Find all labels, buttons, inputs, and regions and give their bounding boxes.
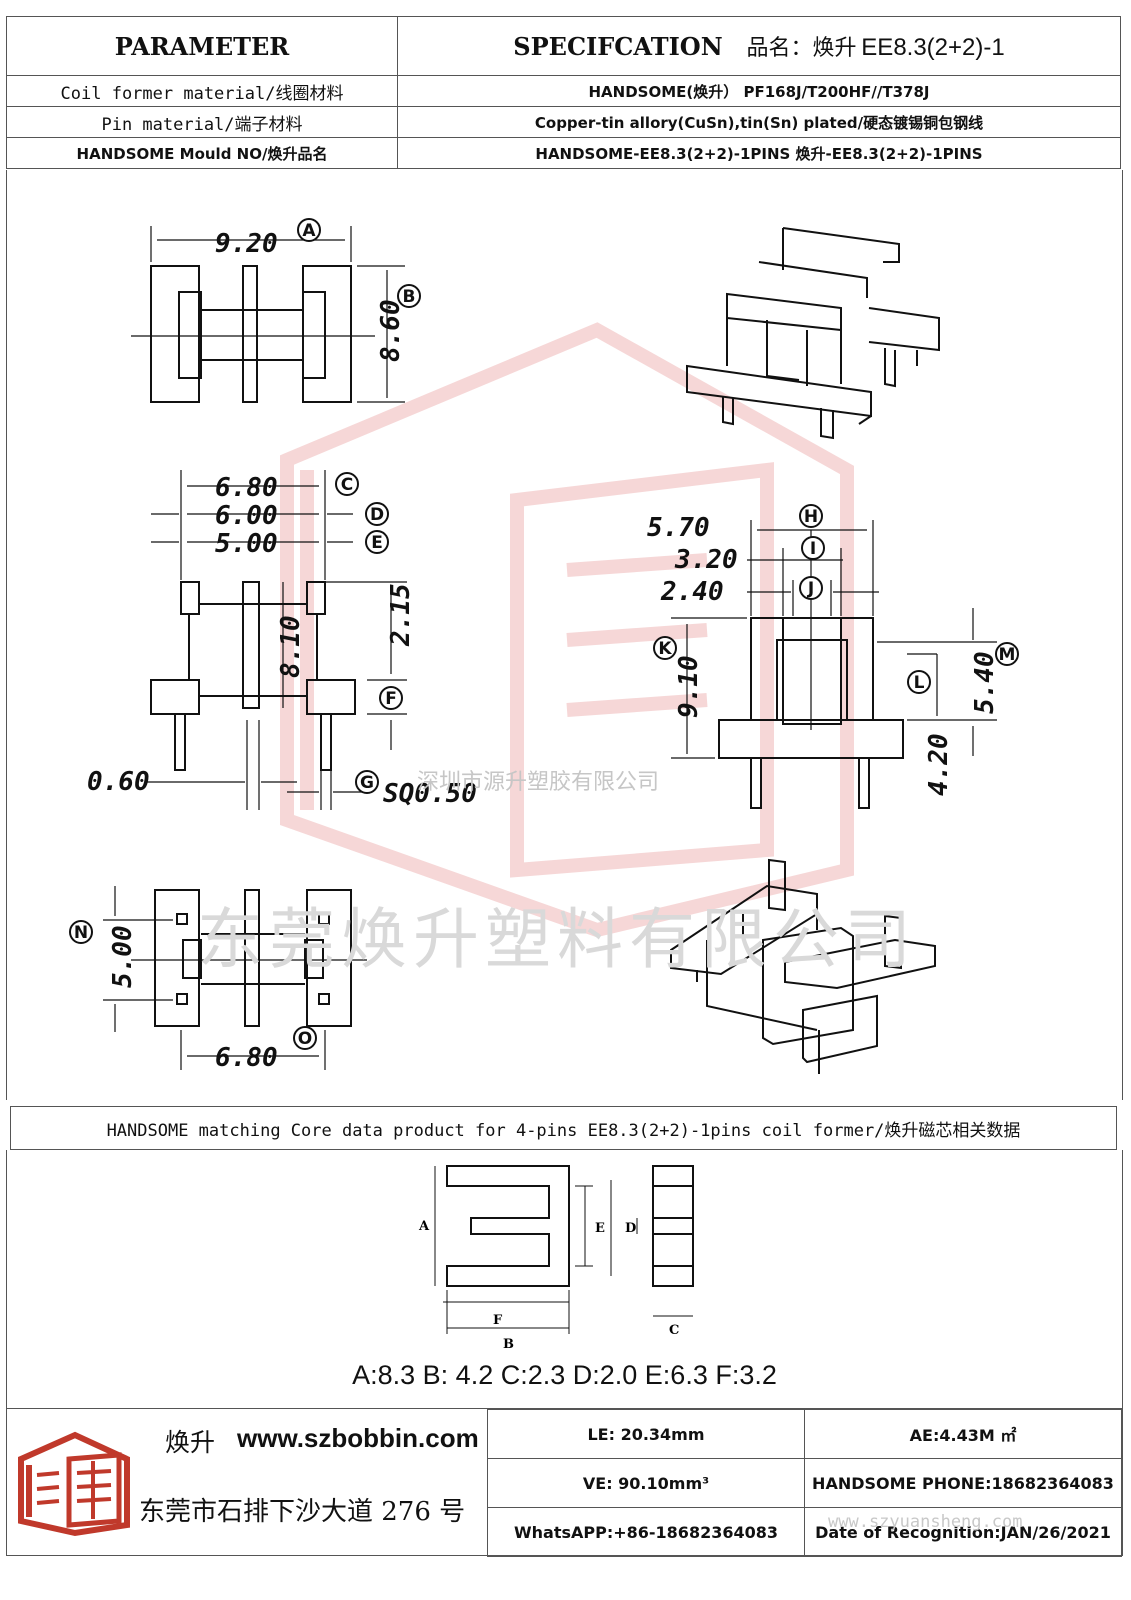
isometric-view-bottom xyxy=(670,858,936,1074)
top-view xyxy=(131,226,405,403)
callout-N: N xyxy=(74,923,88,943)
row-label-mould: HANDSOME Mould NO/焕升品名 xyxy=(6,137,398,169)
watermark-shenzhen: 深圳市源升塑胶有限公司 xyxy=(417,770,660,795)
callout-L: L xyxy=(914,673,925,693)
watermark-company: 东莞焕升塑料有限公司 xyxy=(197,901,917,978)
core-letter-E: E xyxy=(595,1221,605,1236)
part-number: EE8.3(2+2)-1 xyxy=(861,34,1005,61)
core-drawing-section: A F B E D C A:8.3 B: 4.2 C:2.3 D:2.0 E:6… xyxy=(6,1150,1123,1420)
core-drawing: A F B E D C xyxy=(418,1165,694,1352)
dim-J-value: 2.40 xyxy=(660,577,724,607)
row-label-coil: Coil former material/线圈材料 xyxy=(6,75,398,107)
watermark-logo-icon xyxy=(280,322,854,938)
date-value: Date of Recognition:JAN/26/2021 xyxy=(804,1507,1122,1557)
e-core-side xyxy=(636,1165,694,1317)
company-logo-icon xyxy=(18,1431,130,1537)
dim-M-value: 5.40 xyxy=(970,651,1000,714)
dim-I-value: 3.20 xyxy=(674,545,738,575)
dim-K-value: 9.10 xyxy=(674,655,704,718)
callout-A: A xyxy=(302,221,316,241)
technical-drawing-area: .ln { fill: none; stroke: #111; stroke-w… xyxy=(6,170,1123,1100)
front-view xyxy=(147,470,407,810)
core-letter-B: B xyxy=(503,1337,514,1352)
footer: 焕升 www.szbobbin.com 东莞市石排下沙大道 276 号 LE: … xyxy=(6,1408,1123,1557)
row-value-coil: HANDSOME(焕升） PF168J/T200HF//T378J xyxy=(397,75,1121,107)
dim-D-value: 6.00 xyxy=(215,501,278,531)
callout-D: D xyxy=(370,505,384,525)
callout-E: E xyxy=(371,533,383,553)
e-core-front xyxy=(434,1165,612,1334)
isometric-view-top xyxy=(686,227,940,440)
core-letter-F: F xyxy=(493,1313,503,1328)
core-letter-D: D xyxy=(625,1221,636,1236)
row-value-pin: Copper-tin allory(CuSn),tin(Sn) plated/硬… xyxy=(397,106,1121,138)
callout-O: O xyxy=(298,1029,312,1049)
core-data-banner: HANDSOME matching Core data product for … xyxy=(10,1106,1117,1150)
technical-drawing: .ln { fill: none; stroke: #111; stroke-w… xyxy=(69,218,1019,1074)
dim-A-value: 9.20 xyxy=(215,229,278,259)
parameter-heading: PARAMETER xyxy=(6,16,398,76)
company-address: 东莞市石排下沙大道 276 号 xyxy=(139,1497,466,1527)
core-letter-A: A xyxy=(418,1219,430,1234)
dim-pin-width: 0.60 xyxy=(87,767,150,797)
callout-B: B xyxy=(403,287,416,307)
ve-value: VE: 90.10mm³ xyxy=(487,1458,805,1508)
header-table: PARAMETER SPECIFCATION 品名：焕升 EE8.3(2+2)-… xyxy=(6,16,1121,169)
dim-C-value: 6.80 xyxy=(215,473,278,503)
side-view xyxy=(671,520,997,809)
row-value-mould: HANDSOME-EE8.3(2+2)-1PINS 焕升-EE8.3(2+2)-… xyxy=(397,137,1121,169)
callout-A-circle xyxy=(297,218,321,242)
dim-O-value: 6.80 xyxy=(215,1043,278,1073)
dim-F-value: 2.15 xyxy=(386,583,416,647)
callout-H: H xyxy=(804,507,818,527)
callout-J: J xyxy=(807,579,814,599)
spec-sheet: PARAMETER SPECIFCATION 品名：焕升 EE8.3(2+2)-… xyxy=(6,16,1123,1576)
dim-E-value: 5.00 xyxy=(215,529,278,559)
product-name-label: 品名：焕升 xyxy=(746,36,857,61)
callout-K: K xyxy=(658,639,672,659)
dim-N-value: 5.00 xyxy=(108,925,138,988)
bottom-view xyxy=(103,886,367,1070)
phone-value: HANDSOME PHONE:18682364083 xyxy=(804,1458,1122,1508)
dim-L-value: 4.20 xyxy=(924,733,954,796)
row-label-pin: Pin material/端子材料 xyxy=(6,106,398,138)
dim-B-value: 8.60 xyxy=(376,299,406,362)
core-letter-C: C xyxy=(669,1323,679,1338)
dim-height-value: 8.10 xyxy=(276,615,306,678)
dim-G-value: SQ0.50 xyxy=(383,779,477,809)
dim-H-value: 5.70 xyxy=(647,513,710,543)
le-value: LE: 20.34mm xyxy=(487,1409,805,1459)
callout-I: I xyxy=(810,539,816,559)
core-dimensions: A:8.3 B: 4.2 C:2.3 D:2.0 E:6.3 F:3.2 xyxy=(352,1360,777,1390)
website-link[interactable]: www.szbobbin.com xyxy=(237,1423,479,1453)
callout-F: F xyxy=(385,689,397,709)
watermark-url: www.szyuansheng.com xyxy=(828,1512,1023,1532)
spec-label: SPECIFCATION xyxy=(513,32,723,61)
callout-C: C xyxy=(341,475,353,495)
whatsapp-value: WhatsAPP:+86-18682364083 xyxy=(487,1507,805,1557)
callout-B-circle xyxy=(397,284,421,308)
spec-heading: SPECIFCATION 品名：焕升 EE8.3(2+2)-1 xyxy=(397,16,1121,76)
footer-data-grid: LE: 20.34mm AE:4.43M ㎡ VE: 90.10mm³ HAND… xyxy=(487,1409,1122,1557)
callout-G: G xyxy=(360,773,374,793)
ae-value: AE:4.43M ㎡ xyxy=(804,1409,1122,1459)
brand-name: 焕升 xyxy=(165,1428,216,1457)
callout-M: M xyxy=(999,645,1016,665)
footer-company: 焕升 www.szbobbin.com 东莞市石排下沙大道 276 号 xyxy=(7,1409,488,1555)
